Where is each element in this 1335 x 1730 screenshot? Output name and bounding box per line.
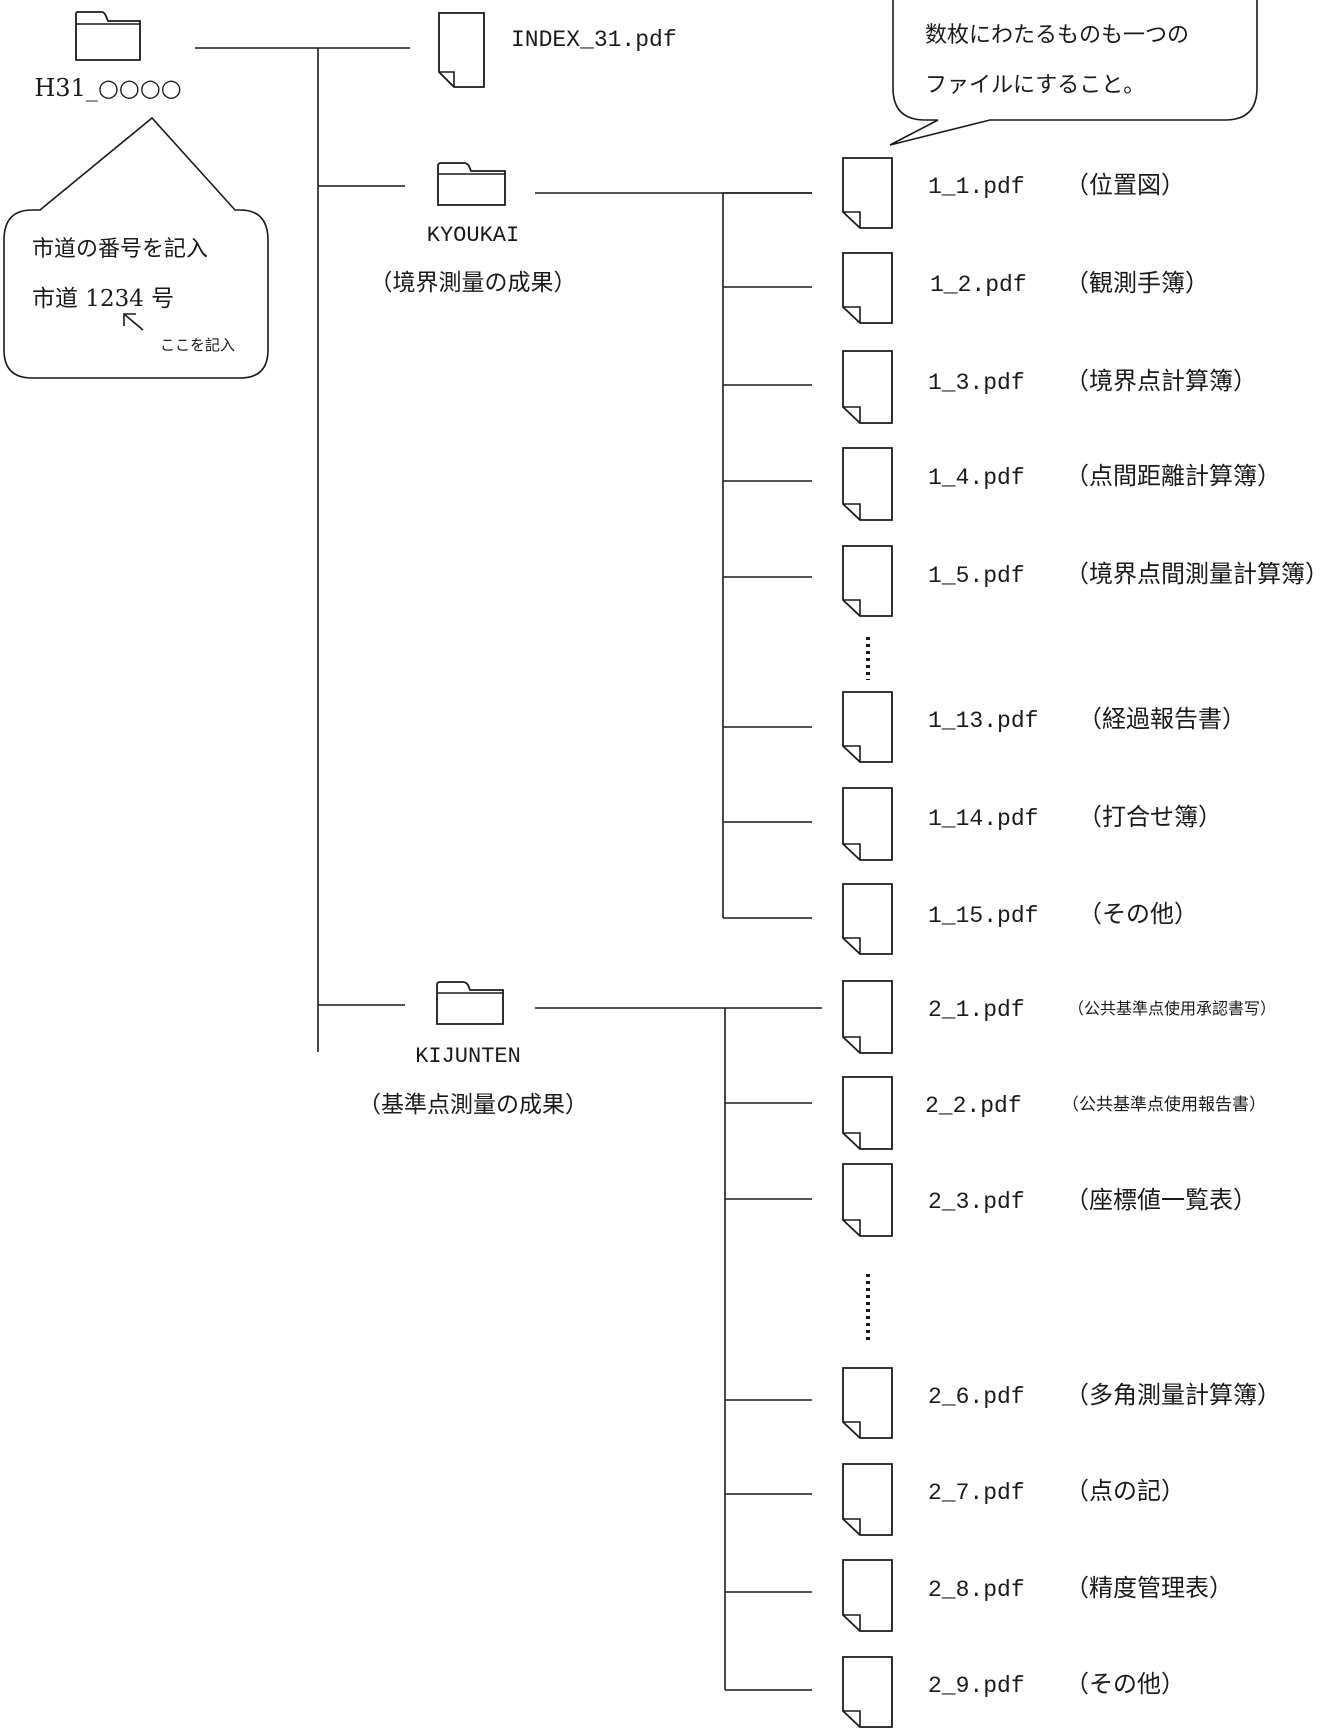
file-icon <box>842 980 893 1054</box>
file-name: 1_1.pdf <box>928 174 1025 200</box>
kijunten-folder-name: KIJUNTEN <box>415 1044 521 1069</box>
file-name: 2_3.pdf <box>928 1189 1025 1215</box>
file-name: 1_13.pdf <box>928 708 1038 734</box>
kyoukai-folder-name: KYOUKAI <box>427 223 519 248</box>
kijunten-folder-caption: （基準点測量の成果） <box>358 1092 588 1118</box>
file-name: 2_9.pdf <box>928 1673 1025 1699</box>
callout-top-line2: ファイルにすること。 <box>925 73 1145 98</box>
file-icon <box>842 447 893 521</box>
file-name: 1_3.pdf <box>928 370 1025 396</box>
kijunten-file-row: 2_8.pdf （精度管理表） <box>725 1559 1233 1632</box>
kijunten-folder-icon <box>436 981 504 1025</box>
kijunten-file-row: 2_3.pdf （座標値一覧表） <box>725 1163 1257 1237</box>
file-icon <box>842 1559 893 1632</box>
file-description: （点の記） <box>1065 1477 1185 1505</box>
file-name: 1_14.pdf <box>928 806 1038 832</box>
file-name: 1_5.pdf <box>928 563 1025 589</box>
file-description: （公共基準点使用承認書写） <box>1068 999 1276 1018</box>
file-name: 2_7.pdf <box>928 1480 1025 1506</box>
file-icon <box>842 1463 893 1536</box>
file-description: （座標値一覧表） <box>1065 1186 1257 1214</box>
file-name: 2_1.pdf <box>928 997 1025 1023</box>
file-icon <box>842 883 893 955</box>
file-name: 2_8.pdf <box>928 1577 1025 1603</box>
file-description: （その他） <box>1065 1670 1185 1698</box>
callout-left-line1: 市道の番号を記入 <box>32 237 208 262</box>
kyoukai-file-row: 1_14.pdf （打合せ簿） <box>723 787 1222 861</box>
file-name: 2_2.pdf <box>925 1093 1022 1119</box>
file-description: （経過報告書） <box>1078 705 1246 733</box>
file-name: 1_2.pdf <box>930 272 1027 298</box>
kyoukai-file-row: 1_13.pdf （経過報告書） <box>723 691 1246 763</box>
callout-left-line2: 市道 1234 号 <box>32 286 174 312</box>
kyoukai-file-row: 1_5.pdf （境界点間測量計算簿） <box>723 545 1329 617</box>
callout-top-line1: 数枚にわたるものも一つの <box>925 23 1189 48</box>
file-icon <box>842 1656 893 1728</box>
file-name: 1_15.pdf <box>928 903 1038 929</box>
file-icon <box>842 691 893 763</box>
kyoukai-file-row: 1_15.pdf （その他） <box>723 883 1198 955</box>
kijunten-file-row: 2_6.pdf （多角測量計算簿） <box>725 1367 1281 1439</box>
kyoukai-folder-caption: （境界測量の成果） <box>370 270 577 296</box>
file-description: （観測手簿） <box>1065 269 1209 297</box>
kyoukai-file-row: 1_4.pdf （点間距離計算簿） <box>723 447 1281 521</box>
callout-left-note: ここを記入 <box>160 336 235 354</box>
file-icon <box>842 1367 893 1439</box>
file-name: 2_6.pdf <box>928 1384 1025 1410</box>
index-file-icon <box>438 12 485 88</box>
kijunten-file-row: 2_7.pdf （点の記） <box>725 1463 1185 1536</box>
kyoukai-folder-icon <box>437 162 506 206</box>
kijunten-file-row: 2_2.pdf （公共基準点使用報告書） <box>725 1076 1266 1150</box>
file-icon <box>842 1076 893 1150</box>
file-icon <box>842 157 893 229</box>
kijunten-file-row: 2_9.pdf （その他） <box>725 1656 1185 1728</box>
kyoukai-file-row: 1_2.pdf （観測手簿） <box>723 252 1209 324</box>
file-icon <box>842 350 893 424</box>
file-description: （打合せ簿） <box>1078 803 1222 831</box>
kijunten-file-row: 2_1.pdf （公共基準点使用承認書写） <box>842 980 1276 1054</box>
file-description: （その他） <box>1078 900 1198 928</box>
index-file-name: INDEX_31.pdf <box>511 27 677 53</box>
file-description: （点間距離計算簿） <box>1065 462 1281 490</box>
root-folder-label: H31_○○○○ <box>34 74 181 102</box>
file-description: （位置図） <box>1065 171 1185 199</box>
file-name: 1_4.pdf <box>928 465 1025 491</box>
file-icon <box>842 252 893 324</box>
kyoukai-file-row: 1_3.pdf （境界点計算簿） <box>723 350 1257 424</box>
root-folder-icon <box>75 11 141 61</box>
arrow-up-left-icon <box>123 313 144 331</box>
file-icon <box>842 1163 893 1237</box>
callout-left-bubble <box>3 116 269 379</box>
file-description: （精度管理表） <box>1065 1574 1233 1602</box>
file-description: （多角測量計算簿） <box>1065 1381 1281 1409</box>
file-icon <box>842 787 893 861</box>
file-description: （境界点計算簿） <box>1065 367 1257 395</box>
file-icon <box>842 545 893 617</box>
kyoukai-file-row: 1_1.pdf （位置図） <box>723 157 1185 229</box>
file-description: （境界点間測量計算簿） <box>1065 560 1329 588</box>
file-description: （公共基準点使用報告書） <box>1062 1094 1266 1115</box>
callout-top-bubble <box>889 0 1258 146</box>
